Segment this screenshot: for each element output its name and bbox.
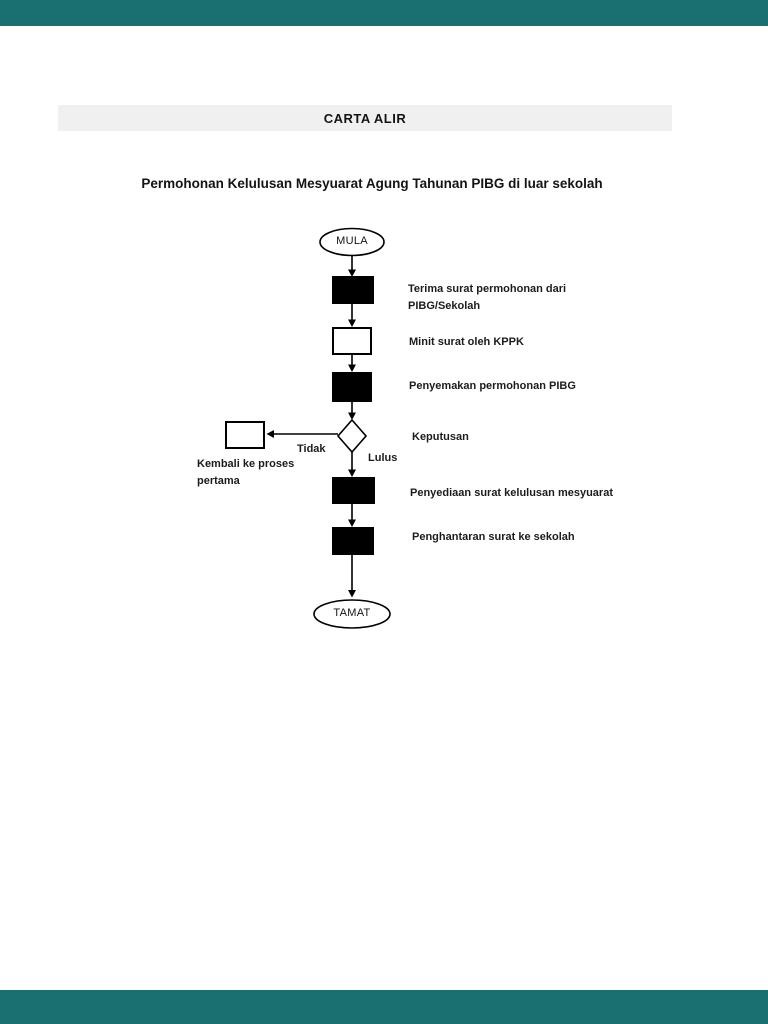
process-box-terima-surat	[332, 276, 374, 304]
arrowhead-step2-to-step3	[348, 364, 356, 372]
arrowhead-step5-to-end	[348, 590, 356, 598]
process-box-minit-surat	[332, 327, 372, 355]
viewer-bottom-bar	[0, 990, 768, 1024]
process-box-penyemakan	[332, 372, 372, 402]
end-terminator-shape	[313, 599, 391, 629]
arrowhead-step4-to-step5	[348, 519, 356, 527]
arrowhead-step3-to-decision	[348, 412, 356, 420]
branch-label-tidak: Tidak	[297, 443, 326, 455]
document-title: Permohonan Kelulusan Mesyuarat Agung Tah…	[141, 176, 603, 191]
process-box-penyediaan	[332, 477, 375, 504]
arrowhead-start-to-step1	[348, 269, 356, 277]
step-label-penyemakan: Penyemakan permohonan PIBG	[409, 380, 576, 392]
arrowhead-step1-to-step2	[348, 319, 356, 327]
arrowhead-decision-to-step4	[348, 469, 356, 477]
process-box-kembali	[225, 421, 265, 449]
return-target-label: Kembali ke proses pertama	[197, 458, 295, 487]
step-label-terima-surat: Terima surat permohonan dari PIBG/Sekola…	[408, 283, 567, 312]
end-terminator-label: TAMAT	[333, 607, 371, 619]
viewer-top-bar	[0, 0, 768, 26]
decision-label: Keputusan	[412, 431, 469, 443]
step-label-penyediaan: Penyediaan surat kelulusan mesyuarat	[410, 487, 613, 499]
process-box-penghantaran	[332, 527, 374, 555]
decision-diamond-shape	[336, 418, 368, 454]
branch-label-lulus: Lulus	[368, 452, 398, 464]
section-header-label: CARTA ALIR	[323, 110, 407, 126]
step-label-minit-surat: Minit surat oleh KPPK	[409, 336, 524, 348]
start-terminator-label: MULA	[336, 235, 368, 247]
section-header-bar: CARTA ALIR	[58, 105, 672, 131]
step-label-penghantaran: Penghantaran surat ke sekolah	[412, 531, 575, 543]
arrowhead-decision-to-return	[266, 430, 274, 438]
